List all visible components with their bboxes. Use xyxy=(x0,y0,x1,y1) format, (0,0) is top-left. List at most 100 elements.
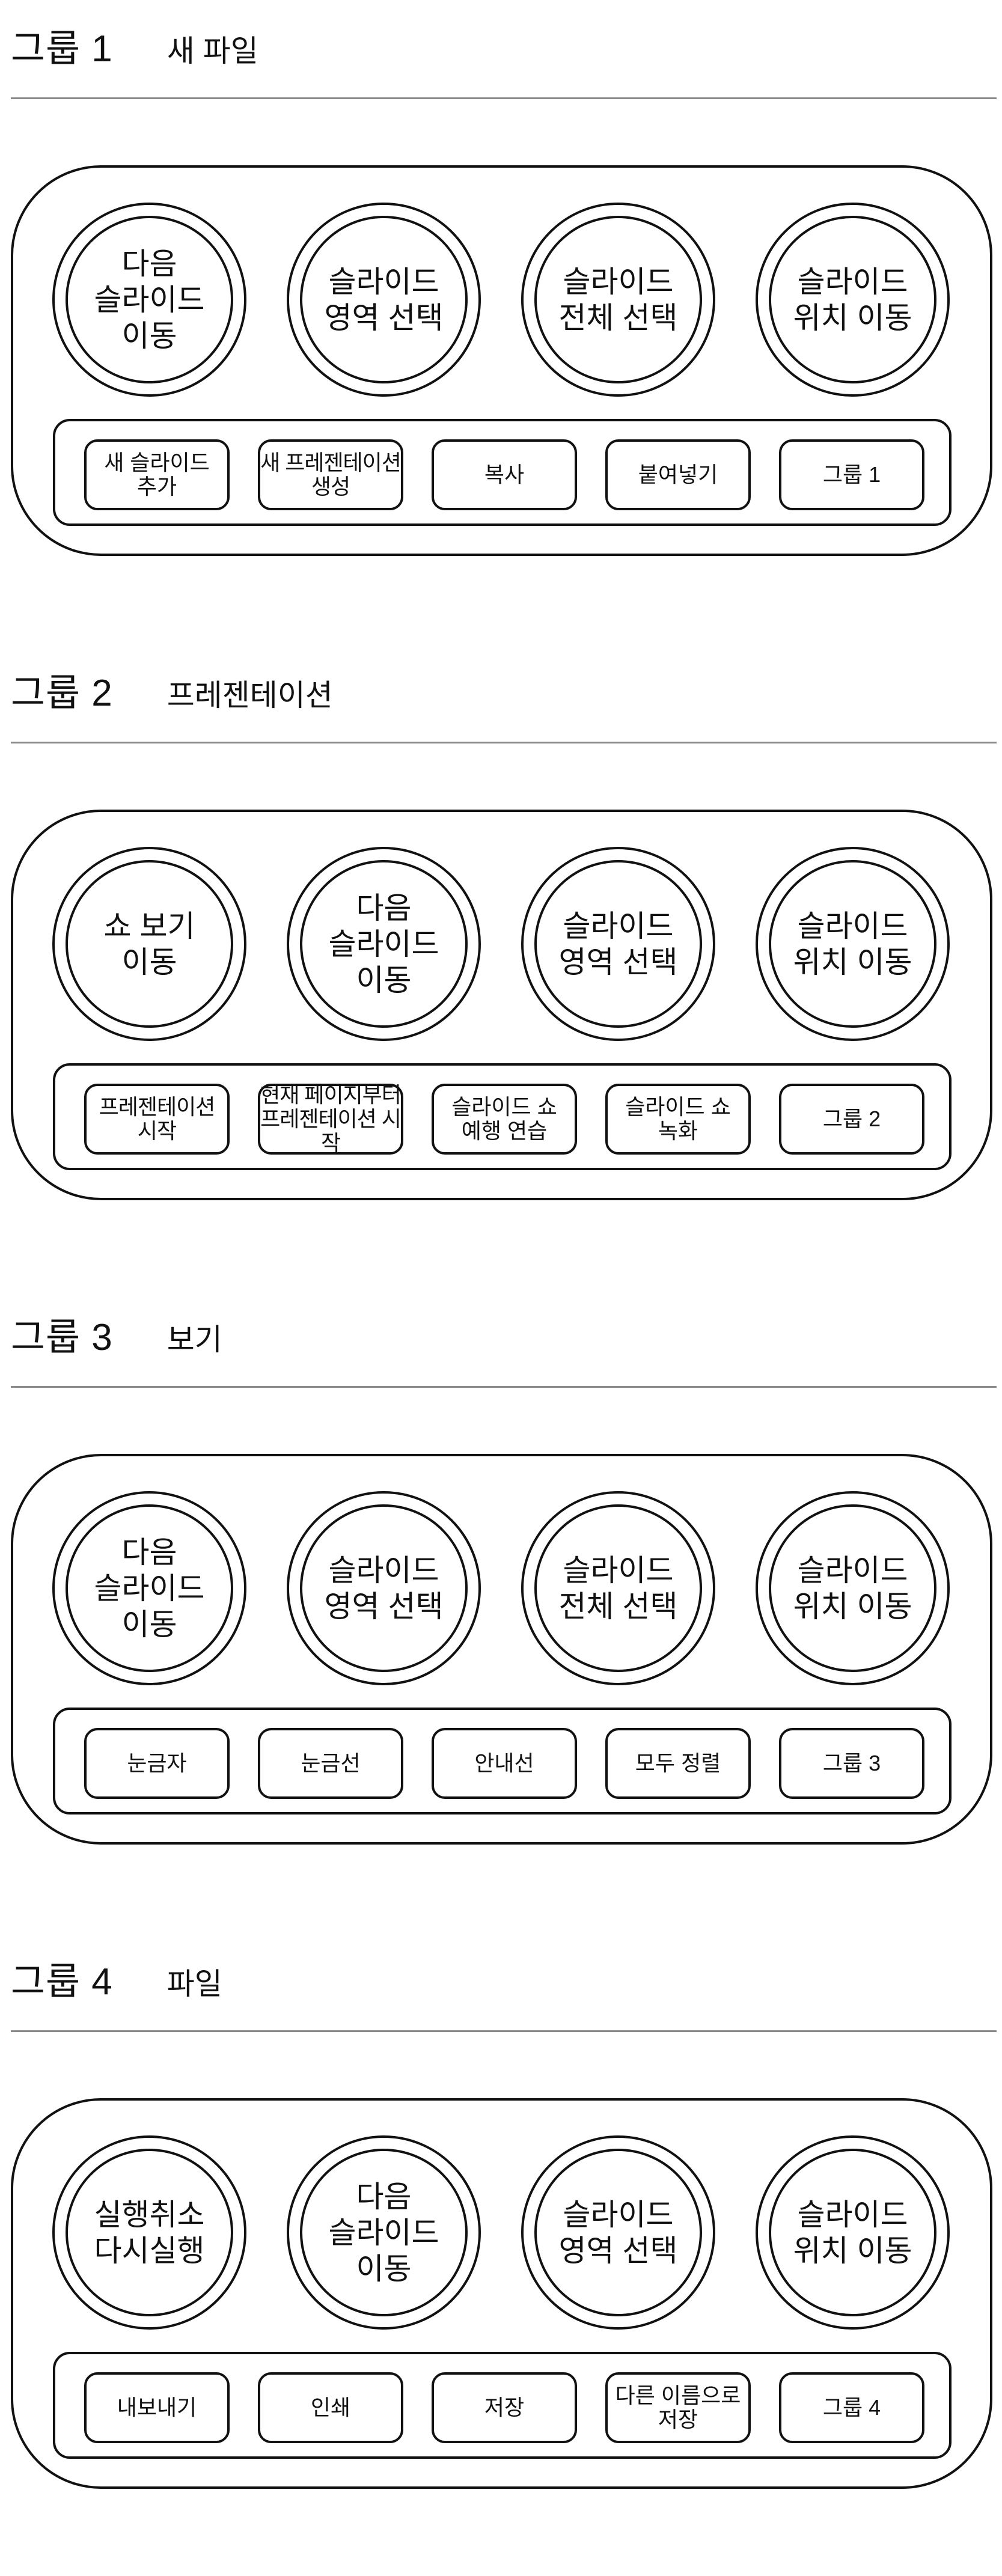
bar-button-label: 저장 xyxy=(484,2395,525,2420)
circle-button[interactable]: 슬라이드 영역 선택 xyxy=(287,203,481,397)
circle-label: 슬라이드 영역 선택 xyxy=(324,1553,444,1623)
circle-button[interactable]: 다음 슬라이드 이동 xyxy=(52,203,246,397)
bar-button[interactable]: 현재 페이지부터 프레젠테이션 시작 xyxy=(258,1082,403,1155)
bar-button-label: 인쇄 xyxy=(310,2395,351,2420)
bar-button-label: 그룹 4 xyxy=(822,2395,881,2420)
circle-button[interactable]: 다음 슬라이드 이동 xyxy=(52,1491,246,1685)
circle-button[interactable]: 슬라이드 전체 선택 xyxy=(521,1491,715,1685)
group-label: 그룹 4 xyxy=(11,1961,113,2003)
circle-label: 다음 슬라이드 이동 xyxy=(94,1535,205,1641)
circle-label: 다음 슬라이드 이동 xyxy=(328,891,439,997)
circle-button[interactable]: 슬라이드 영역 선택 xyxy=(287,1491,481,1685)
controller-panel: 실행취소 다시실행 다음 슬라이드 이동 슬라이드 영역 선택 슬라이드 위치 … xyxy=(11,2098,992,2489)
group-subtitle: 파일 xyxy=(166,1967,222,2001)
bar-button[interactable]: 그룹 2 xyxy=(779,1084,924,1155)
circle-label: 다음 슬라이드 이동 xyxy=(94,246,205,353)
bar-button-label: 프레젠테이션 시작 xyxy=(99,1094,216,1143)
circle-label: 실행취소 다시실행 xyxy=(94,2197,205,2268)
circle-button[interactable]: 다음 슬라이드 이동 xyxy=(287,847,481,1041)
divider xyxy=(11,97,997,99)
button-bar: 내보내기 인쇄 저장 다른 이름으로 저장 그룹 4 xyxy=(53,2352,952,2459)
bar-button[interactable]: 복사 xyxy=(432,439,577,510)
controller-panel: 쇼 보기 이동 다음 슬라이드 이동 슬라이드 영역 선택 슬라이드 위치 이동… xyxy=(11,810,992,1200)
bar-button-label: 복사 xyxy=(484,462,525,487)
circle-label: 쇼 보기 이동 xyxy=(103,909,195,979)
bar-button-label: 그룹 3 xyxy=(822,1751,881,1775)
bar-button[interactable]: 프레젠테이션 시작 xyxy=(84,1084,230,1155)
bar-button[interactable]: 그룹 4 xyxy=(779,2372,924,2443)
group-label: 그룹 2 xyxy=(11,673,113,714)
group-label: 그룹 3 xyxy=(11,1317,113,1358)
bar-button[interactable]: 그룹 3 xyxy=(779,1728,924,1799)
group-section-2: 그룹 2 프레젠테이션 쇼 보기 이동 다음 슬라이드 이동 슬라이드 영역 선… xyxy=(0,644,1002,1287)
circle-label: 슬라이드 전체 선택 xyxy=(558,1553,678,1623)
circle-button[interactable]: 슬라이드 위치 이동 xyxy=(756,1491,950,1685)
group-label: 그룹 1 xyxy=(11,28,113,70)
circle-label: 슬라이드 영역 선택 xyxy=(558,2197,678,2268)
button-bar: 눈금자 눈금선 안내선 모두 정렬 그룹 3 xyxy=(53,1708,952,1814)
group-section-4: 그룹 4 파일 실행취소 다시실행 다음 슬라이드 이동 슬라이드 영역 선택 … xyxy=(0,1933,1002,2576)
circle-label: 슬라이드 위치 이동 xyxy=(793,1553,912,1623)
bar-button-label: 그룹 2 xyxy=(822,1106,881,1131)
bar-button-label: 눈금선 xyxy=(301,1751,361,1775)
circle-label: 슬라이드 위치 이동 xyxy=(793,264,912,335)
controller-panel: 다음 슬라이드 이동 슬라이드 영역 선택 슬라이드 전체 선택 슬라이드 위치… xyxy=(11,165,992,556)
group-subtitle: 보기 xyxy=(166,1323,222,1357)
bar-button[interactable]: 인쇄 xyxy=(258,2372,403,2443)
bar-button-label: 그룹 1 xyxy=(822,462,881,487)
circle-button[interactable]: 슬라이드 전체 선택 xyxy=(521,203,715,397)
circle-button[interactable]: 슬라이드 위치 이동 xyxy=(756,847,950,1041)
group-heading: 그룹 4 파일 xyxy=(11,1951,222,2005)
bar-button[interactable]: 그룹 1 xyxy=(779,439,924,510)
bar-button-label: 새 프레젠테이션 생성 xyxy=(260,450,402,499)
bar-button-label: 붙여넣기 xyxy=(638,462,718,487)
group-section-1: 그룹 1 새 파일 다음 슬라이드 이동 슬라이드 영역 선택 슬라이드 전체 … xyxy=(0,0,1002,643)
circle-label: 다음 슬라이드 이동 xyxy=(328,2179,439,2286)
divider xyxy=(11,1386,997,1388)
group-subtitle: 프레젠테이션 xyxy=(166,679,333,712)
bar-button-label: 새 슬라이드 추가 xyxy=(104,450,210,499)
bar-button[interactable]: 새 프레젠테이션 생성 xyxy=(258,439,403,510)
circle-button[interactable]: 실행취소 다시실행 xyxy=(52,2135,246,2330)
group-subtitle: 새 파일 xyxy=(166,34,258,68)
bar-button[interactable]: 안내선 xyxy=(432,1728,577,1799)
button-bar: 프레젠테이션 시작 현재 페이지부터 프레젠테이션 시작 슬라이드 쇼 예행 연… xyxy=(53,1063,952,1170)
bar-button-label: 눈금자 xyxy=(127,1751,187,1775)
circle-button[interactable]: 쇼 보기 이동 xyxy=(52,847,246,1041)
divider xyxy=(11,742,997,743)
circle-button[interactable]: 슬라이드 영역 선택 xyxy=(521,847,715,1041)
circle-label: 슬라이드 전체 선택 xyxy=(558,264,678,335)
circle-label: 슬라이드 위치 이동 xyxy=(793,2197,912,2268)
bar-button-label: 내보내기 xyxy=(117,2395,197,2420)
circle-button[interactable]: 슬라이드 위치 이동 xyxy=(756,203,950,397)
controller-panel: 다음 슬라이드 이동 슬라이드 영역 선택 슬라이드 전체 선택 슬라이드 위치… xyxy=(11,1454,992,1845)
bar-button-label: 현재 페이지부터 프레젠테이션 시작 xyxy=(260,1082,402,1155)
circle-button[interactable]: 슬라이드 영역 선택 xyxy=(521,2135,715,2330)
group-section-3: 그룹 3 보기 다음 슬라이드 이동 슬라이드 영역 선택 슬라이드 전체 선택… xyxy=(0,1289,1002,1932)
bar-button[interactable]: 새 슬라이드 추가 xyxy=(84,439,230,510)
bar-button[interactable]: 모두 정렬 xyxy=(605,1728,751,1799)
bar-button-label: 슬라이드 쇼 녹화 xyxy=(625,1094,731,1143)
bar-button-label: 다른 이름으로 저장 xyxy=(615,2383,741,2432)
bar-button[interactable]: 눈금선 xyxy=(258,1728,403,1799)
bar-button[interactable]: 붙여넣기 xyxy=(605,439,751,510)
group-heading: 그룹 3 보기 xyxy=(11,1307,222,1361)
bar-button[interactable]: 내보내기 xyxy=(84,2372,230,2443)
bar-button-label: 안내선 xyxy=(474,1751,534,1775)
bar-button[interactable]: 슬라이드 쇼 녹화 xyxy=(605,1084,751,1155)
circle-label: 슬라이드 위치 이동 xyxy=(793,909,912,979)
bar-button[interactable]: 슬라이드 쇼 예행 연습 xyxy=(432,1084,577,1155)
group-heading: 그룹 1 새 파일 xyxy=(11,18,258,72)
bar-button-label: 모두 정렬 xyxy=(635,1751,721,1775)
group-heading: 그룹 2 프레젠테이션 xyxy=(11,662,333,716)
bar-button[interactable]: 눈금자 xyxy=(84,1728,230,1799)
circle-label: 슬라이드 영역 선택 xyxy=(558,909,678,979)
button-bar: 새 슬라이드 추가 새 프레젠테이션 생성 복사 붙여넣기 그룹 1 xyxy=(53,419,952,526)
circle-label: 슬라이드 영역 선택 xyxy=(324,264,444,335)
divider xyxy=(11,2030,997,2032)
bar-button-label: 슬라이드 쇼 예행 연습 xyxy=(451,1094,557,1143)
circle-button[interactable]: 다음 슬라이드 이동 xyxy=(287,2135,481,2330)
bar-button[interactable]: 다른 이름으로 저장 xyxy=(605,2372,751,2443)
bar-button[interactable]: 저장 xyxy=(432,2372,577,2443)
circle-button[interactable]: 슬라이드 위치 이동 xyxy=(756,2135,950,2330)
